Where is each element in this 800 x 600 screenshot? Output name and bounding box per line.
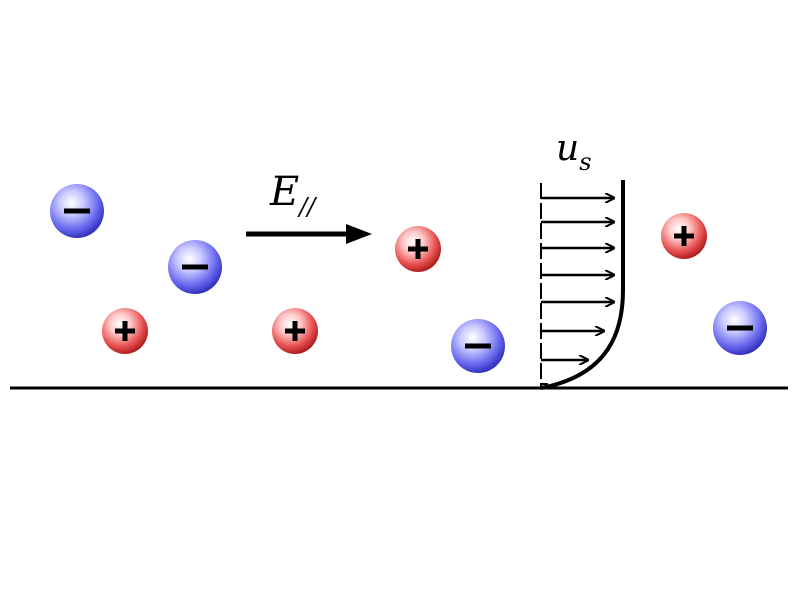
plus-sign-icon [285, 321, 305, 341]
plus-sign-icon [115, 321, 135, 341]
field-label: E// [269, 169, 318, 221]
minus-sign-icon [64, 208, 90, 214]
positive-ion [272, 308, 318, 354]
minus-sign-icon [727, 325, 753, 331]
negative-ion [451, 319, 505, 373]
electric-field-arrow [246, 224, 372, 244]
positive-ion [661, 213, 707, 259]
velocity-label: us [556, 128, 592, 176]
profile-arrows [541, 198, 614, 385]
minus-sign-icon [465, 343, 491, 349]
negative-ion [168, 240, 222, 294]
plus-sign-icon [674, 226, 694, 246]
profile-curve [540, 180, 625, 390]
positive-ion [102, 308, 148, 354]
minus-sign-icon [182, 264, 208, 270]
field-label-subscript: // [297, 193, 318, 221]
plus-sign-icon [408, 239, 428, 259]
positive-ion [395, 226, 441, 272]
negative-ion [50, 184, 104, 238]
ions-layer [50, 184, 767, 373]
negative-ion [713, 301, 767, 355]
velocity-profile [540, 180, 625, 390]
velocity-label-subscript: s [579, 148, 591, 176]
